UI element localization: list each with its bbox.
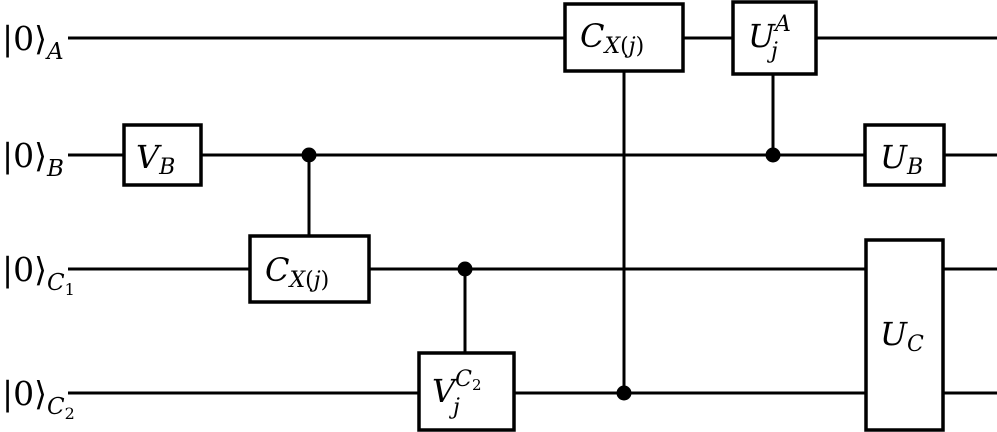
subscript-B: B (46, 156, 64, 182)
gate-label: UB (880, 138, 923, 180)
ket-text: |0⟩ (2, 374, 47, 413)
subscript-A: A (45, 39, 64, 65)
ket-text: |0⟩ (2, 136, 47, 175)
gate-U-j-A[interactable]: UA j (731, 0, 818, 76)
gate-CX-j-C1[interactable]: CX(j) (248, 234, 371, 304)
qubit-label-C2: |0⟩C2 (2, 374, 75, 423)
qubit-label-A: |0⟩A (2, 19, 64, 65)
gate-V-B[interactable]: VB (122, 123, 203, 187)
gate-box (248, 234, 371, 304)
wires (68, 36, 997, 395)
gate-box (122, 123, 203, 187)
gate-label: CX(j) (580, 17, 644, 59)
subscript-index-1: 1 (65, 280, 75, 299)
gate-U-C[interactable]: UC (864, 238, 945, 432)
control-dot-C1-g3 (457, 261, 473, 277)
gate-box (864, 238, 945, 432)
ket-text: |0⟩ (2, 250, 47, 289)
gate-label: VB (136, 138, 175, 180)
gate-U-B[interactable]: UB (863, 123, 946, 187)
gate-CX-j-A[interactable]: CX(j) (563, 2, 685, 73)
subscript-C: C (47, 394, 65, 420)
qubit-label-B: |0⟩B (2, 136, 64, 182)
gate-box (731, 0, 818, 76)
control-dots (301, 147, 781, 401)
control-dot-C2-g4 (616, 385, 632, 401)
control-dot-B-g5 (765, 147, 781, 163)
control-dot-B-g2 (301, 147, 317, 163)
gate-label: CX(j) (265, 251, 329, 293)
gate-box (863, 123, 946, 187)
control-lines (307, 71, 775, 393)
subscript-C: C (47, 270, 65, 296)
ket-text: |0⟩ (2, 19, 47, 58)
gate-box (563, 2, 685, 73)
subscript-index-2: 2 (65, 404, 75, 423)
gate-label: UA (748, 12, 791, 55)
qubit-labels: |0⟩A |0⟩B |0⟩C1 |0⟩C2 (2, 19, 75, 423)
gate-label: UC (880, 315, 924, 357)
gate-box (417, 351, 516, 432)
qubit-label-C1: |0⟩C1 (2, 250, 75, 299)
gate-label: VC2 (432, 367, 482, 410)
gate-V-j-C2[interactable]: VC2 j (417, 351, 516, 432)
